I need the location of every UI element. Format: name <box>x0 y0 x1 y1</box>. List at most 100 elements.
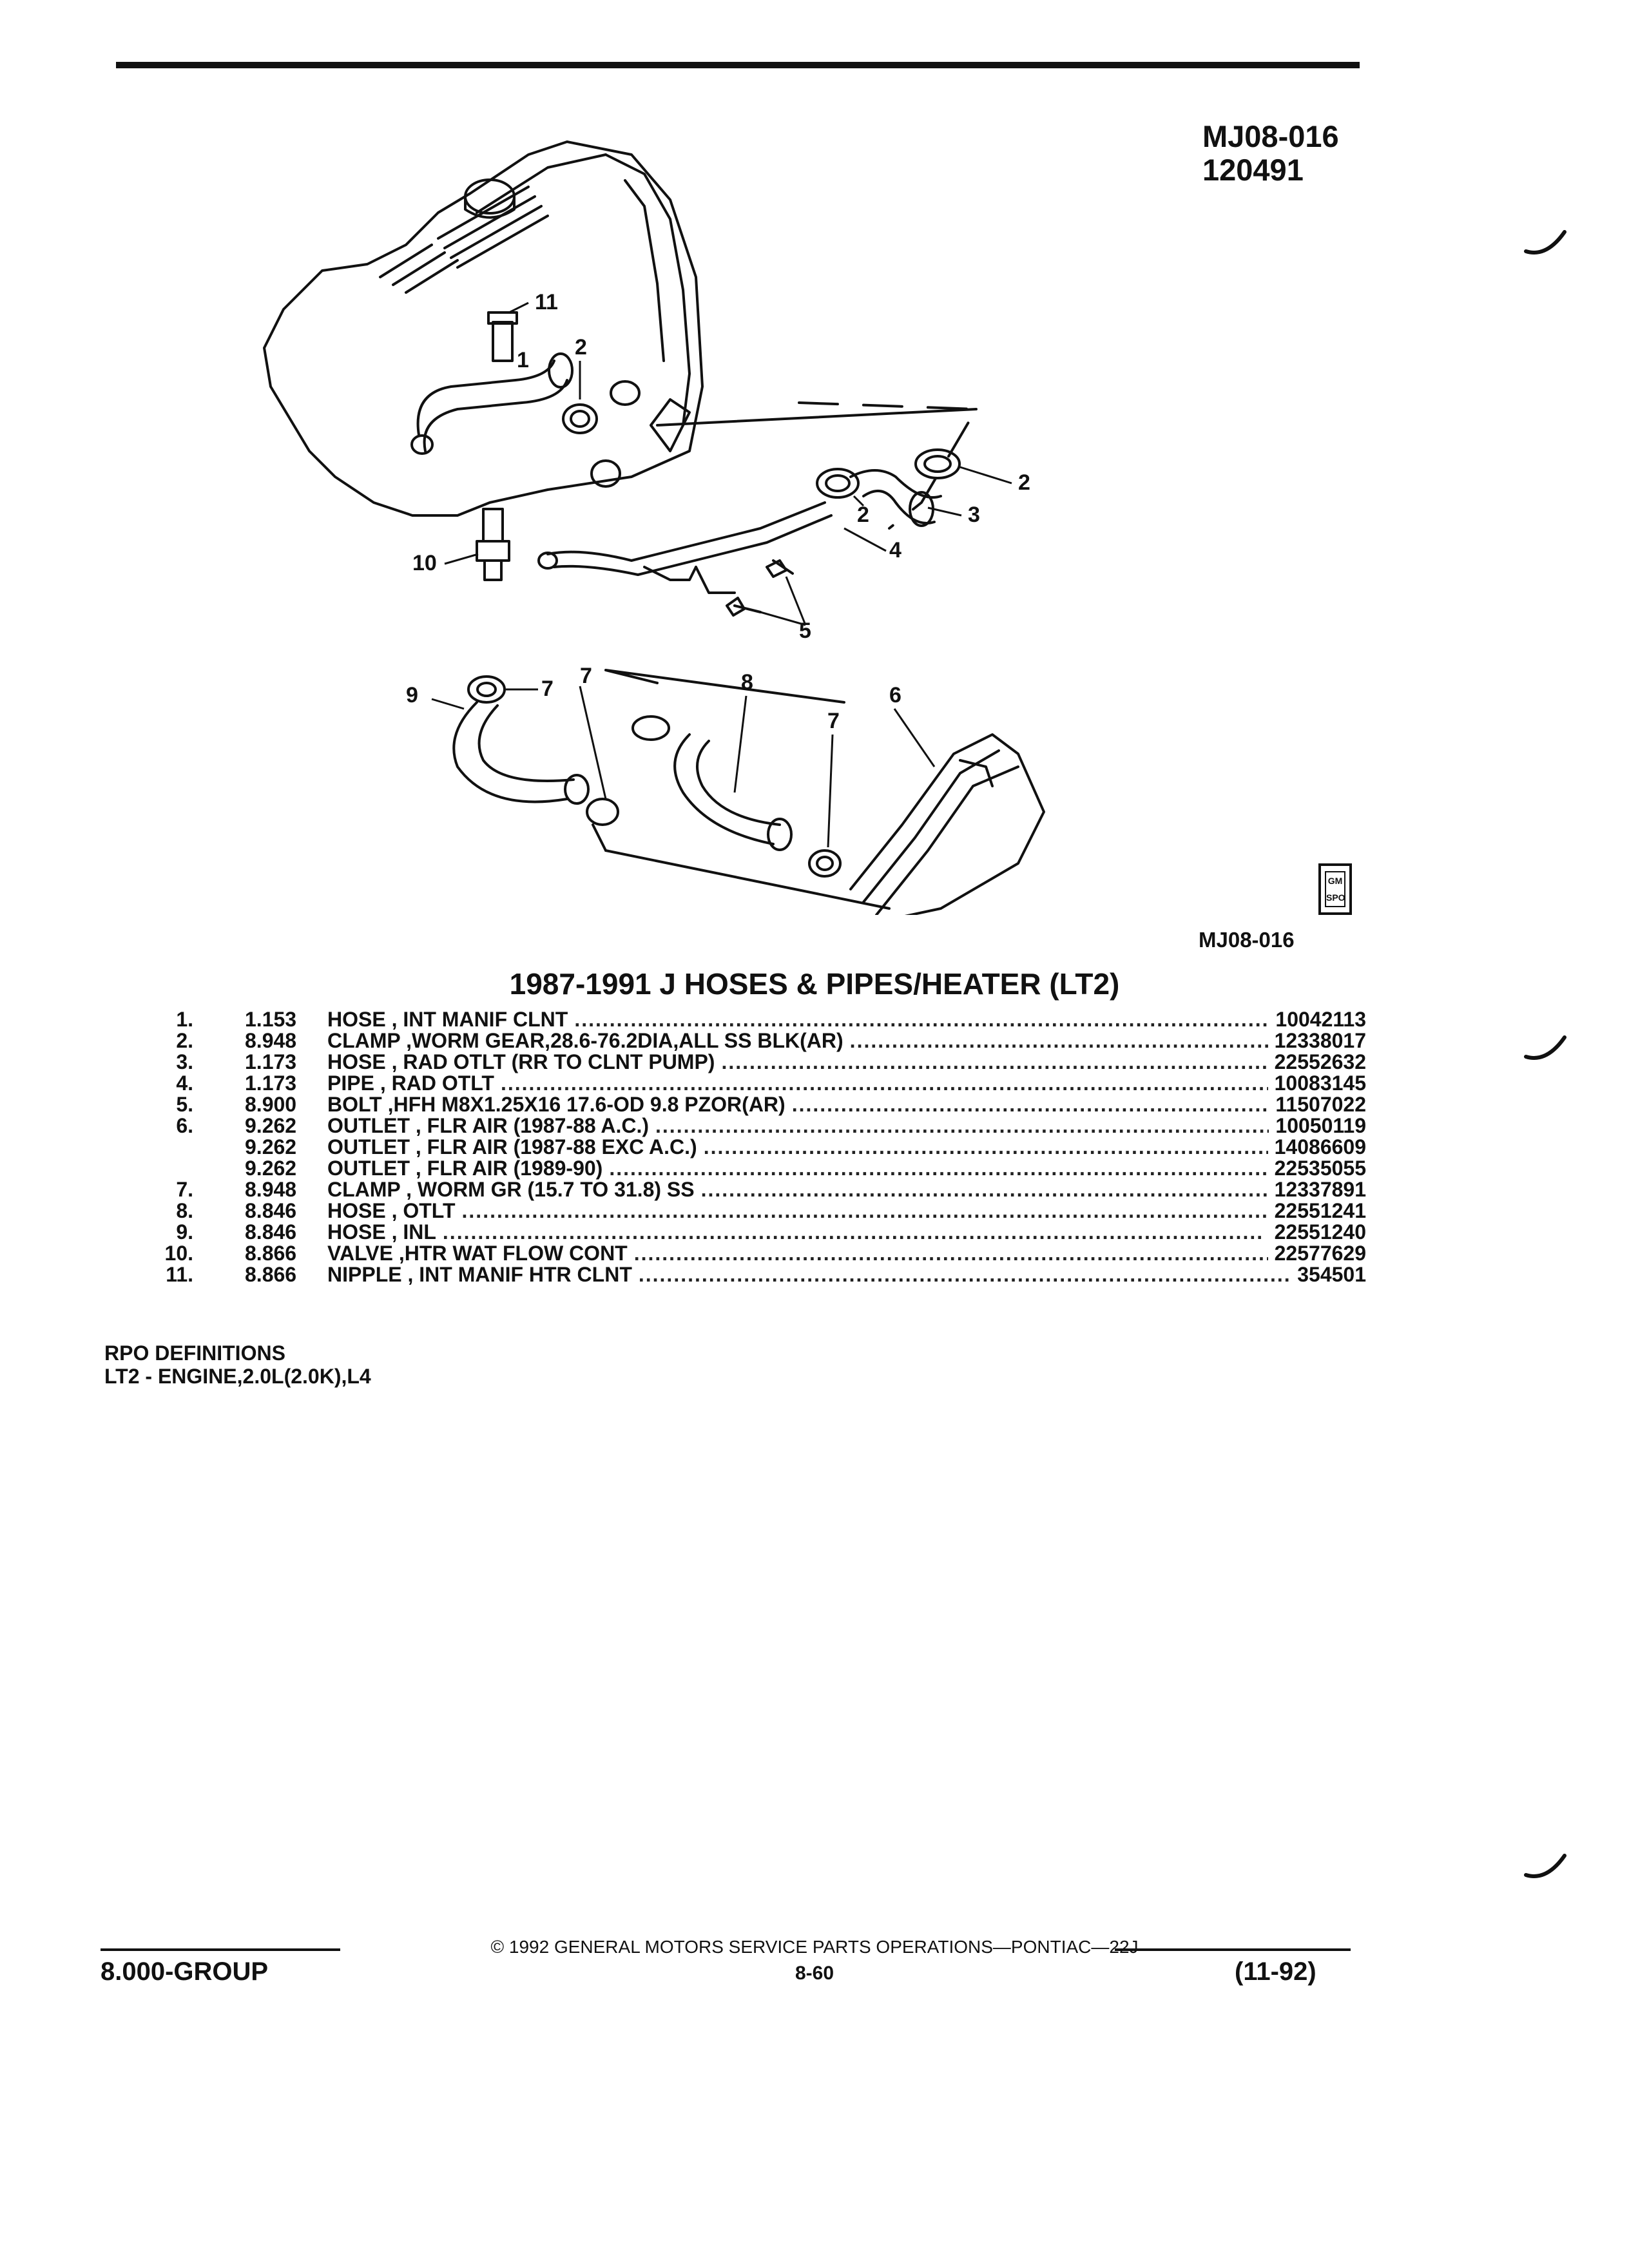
part-description: HOSE , INL <box>327 1220 436 1244</box>
group-code: 1.153 <box>245 1008 297 1031</box>
parts-row: 3. 1.173 HOSE , RAD OTLT (RR TO CLNT PUMP)… <box>129 1052 1366 1073</box>
callout-7c: 7 <box>827 709 840 733</box>
rpo-definition: LT2 - ENGINE,2.0L(2.0K),L4 <box>104 1365 371 1388</box>
part-number: 14086609 <box>1274 1135 1366 1158</box>
callout-2b: 2 <box>1018 470 1030 495</box>
item-number: 1. <box>176 1008 193 1031</box>
part-description: BOLT ,HFH M8X1.25X16 17.6-OD 9.8 PZOR(AR… <box>327 1093 786 1116</box>
hose-1 <box>416 360 568 452</box>
leader-dots: ........................................… <box>638 1264 1291 1285</box>
callout-7a: 7 <box>541 677 554 701</box>
group-code: 8.846 <box>245 1199 297 1222</box>
item-number: 7. <box>176 1178 193 1201</box>
clamp-2c <box>816 468 860 499</box>
binder-marks <box>1524 230 1566 1878</box>
group-code: 8.948 <box>245 1029 297 1052</box>
footer-group: 8.000-GROUP <box>101 1957 269 1986</box>
part-number: 22552632 <box>1274 1050 1366 1073</box>
part-number: 354501 <box>1297 1263 1366 1286</box>
part-number: 12338017 <box>1274 1029 1366 1052</box>
callout-9: 9 <box>406 683 418 707</box>
page-title: 1987-1991 J HOSES & PIPES/HEATER (LT2) <box>509 967 1120 1001</box>
item-number: 6. <box>176 1114 193 1137</box>
parts-row: 2. 8.948 CLAMP ,WORM GEAR,28.6-76.2DIA,ALL… <box>129 1030 1366 1052</box>
part-description: HOSE , RAD OTLT (RR TO CLNT PUMP) <box>327 1050 715 1073</box>
part-number: 12337891 <box>1274 1178 1366 1201</box>
callout-6: 6 <box>889 683 901 707</box>
clamp-2a <box>562 403 598 434</box>
part-number: 22551241 <box>1274 1199 1366 1222</box>
part-description: CLAMP ,WORM GEAR,28.6-76.2DIA,ALL SS BLK… <box>327 1029 843 1052</box>
bolt-5b <box>726 597 762 617</box>
bolt-5a <box>766 559 794 578</box>
top-rule <box>116 62 1360 68</box>
leader-dots: ........................................… <box>442 1222 1264 1243</box>
callout-3: 3 <box>968 503 980 527</box>
part-number: 22535055 <box>1274 1157 1366 1180</box>
hose-8 <box>673 733 781 845</box>
leader-dots: ........................................… <box>461 1200 1268 1222</box>
item-number: 8. <box>176 1199 193 1222</box>
leader-dots: ........................................… <box>721 1052 1268 1073</box>
leader-dots: ........................................… <box>791 1094 1269 1115</box>
item-number: 5. <box>176 1093 193 1116</box>
date-code: 120491 <box>1202 153 1304 187</box>
item-number: 10. <box>164 1242 193 1265</box>
part-description: HOSE , OTLT <box>327 1199 456 1222</box>
group-code: 9.262 <box>245 1157 297 1180</box>
part-description: OUTLET , FLR AIR (1987-88 EXC A.C.) <box>327 1135 697 1158</box>
footer-rule-left <box>101 1948 340 1951</box>
leader-dots: ........................................… <box>849 1030 1268 1052</box>
item-number: 4. <box>176 1072 193 1095</box>
callout-1: 1 <box>517 348 529 372</box>
leader-dots: ........................................… <box>500 1073 1268 1094</box>
group-code: 9.262 <box>245 1135 297 1158</box>
clamp-2b <box>914 448 961 479</box>
clamp-7a <box>467 675 506 704</box>
parts-row: 8. 8.846 HOSE , OTLT......................… <box>129 1200 1366 1222</box>
part-number: 22551240 <box>1274 1220 1366 1244</box>
part-description: CLAMP , WORM GR (15.7 TO 31.8) SS <box>327 1178 695 1201</box>
group-code: 8.866 <box>245 1263 297 1286</box>
valve-10 <box>476 508 510 581</box>
footer-copyright: © 1992 GENERAL MOTORS SERVICE PARTS OPER… <box>490 1937 1139 1957</box>
rpo-heading: RPO DEFINITIONS <box>104 1341 285 1365</box>
parts-list: 1. 1.153 HOSE , INT MANIF CLNT............… <box>129 1009 1366 1285</box>
gm-spo-logo: GM SPO <box>1318 863 1352 915</box>
callout-8: 8 <box>741 670 753 695</box>
callout-7b: 7 <box>580 664 592 688</box>
figure-code-below: MJ08-016 <box>1199 928 1295 952</box>
parts-diagram: 1 2 2 2 3 4 5 6 7 7 7 8 9 10 11 <box>263 140 1045 915</box>
clamp-7d <box>808 849 842 878</box>
leader-dots: ........................................… <box>655 1115 1269 1137</box>
radiator-fins <box>379 153 607 294</box>
item-number: 3. <box>176 1050 193 1073</box>
callout-11: 11 <box>535 290 558 314</box>
group-code: 1.173 <box>245 1072 297 1095</box>
part-description: VALVE ,HTR WAT FLOW CONT <box>327 1242 628 1265</box>
footer-date: (11-92) <box>1235 1957 1316 1986</box>
leader-dots: ........................................… <box>633 1243 1268 1264</box>
callout-2a: 2 <box>575 335 587 360</box>
engine-block <box>263 140 704 517</box>
item-number: 2. <box>176 1029 193 1052</box>
page-number: 8-60 <box>795 1963 834 1984</box>
group-code: 1.173 <box>245 1050 297 1073</box>
part-description: OUTLET , FLR AIR (1989-90) <box>327 1157 603 1180</box>
part-number: 10050119 <box>1275 1114 1366 1137</box>
footer-rule-right <box>1115 1948 1351 1951</box>
leader-dots: ........................................… <box>703 1137 1268 1158</box>
group-code: 8.846 <box>245 1220 297 1244</box>
part-description: HOSE , INT MANIF CLNT <box>327 1008 568 1031</box>
leader-dots: ........................................… <box>700 1179 1268 1200</box>
group-code: 9.262 <box>245 1114 297 1137</box>
hose-9 <box>452 701 575 803</box>
